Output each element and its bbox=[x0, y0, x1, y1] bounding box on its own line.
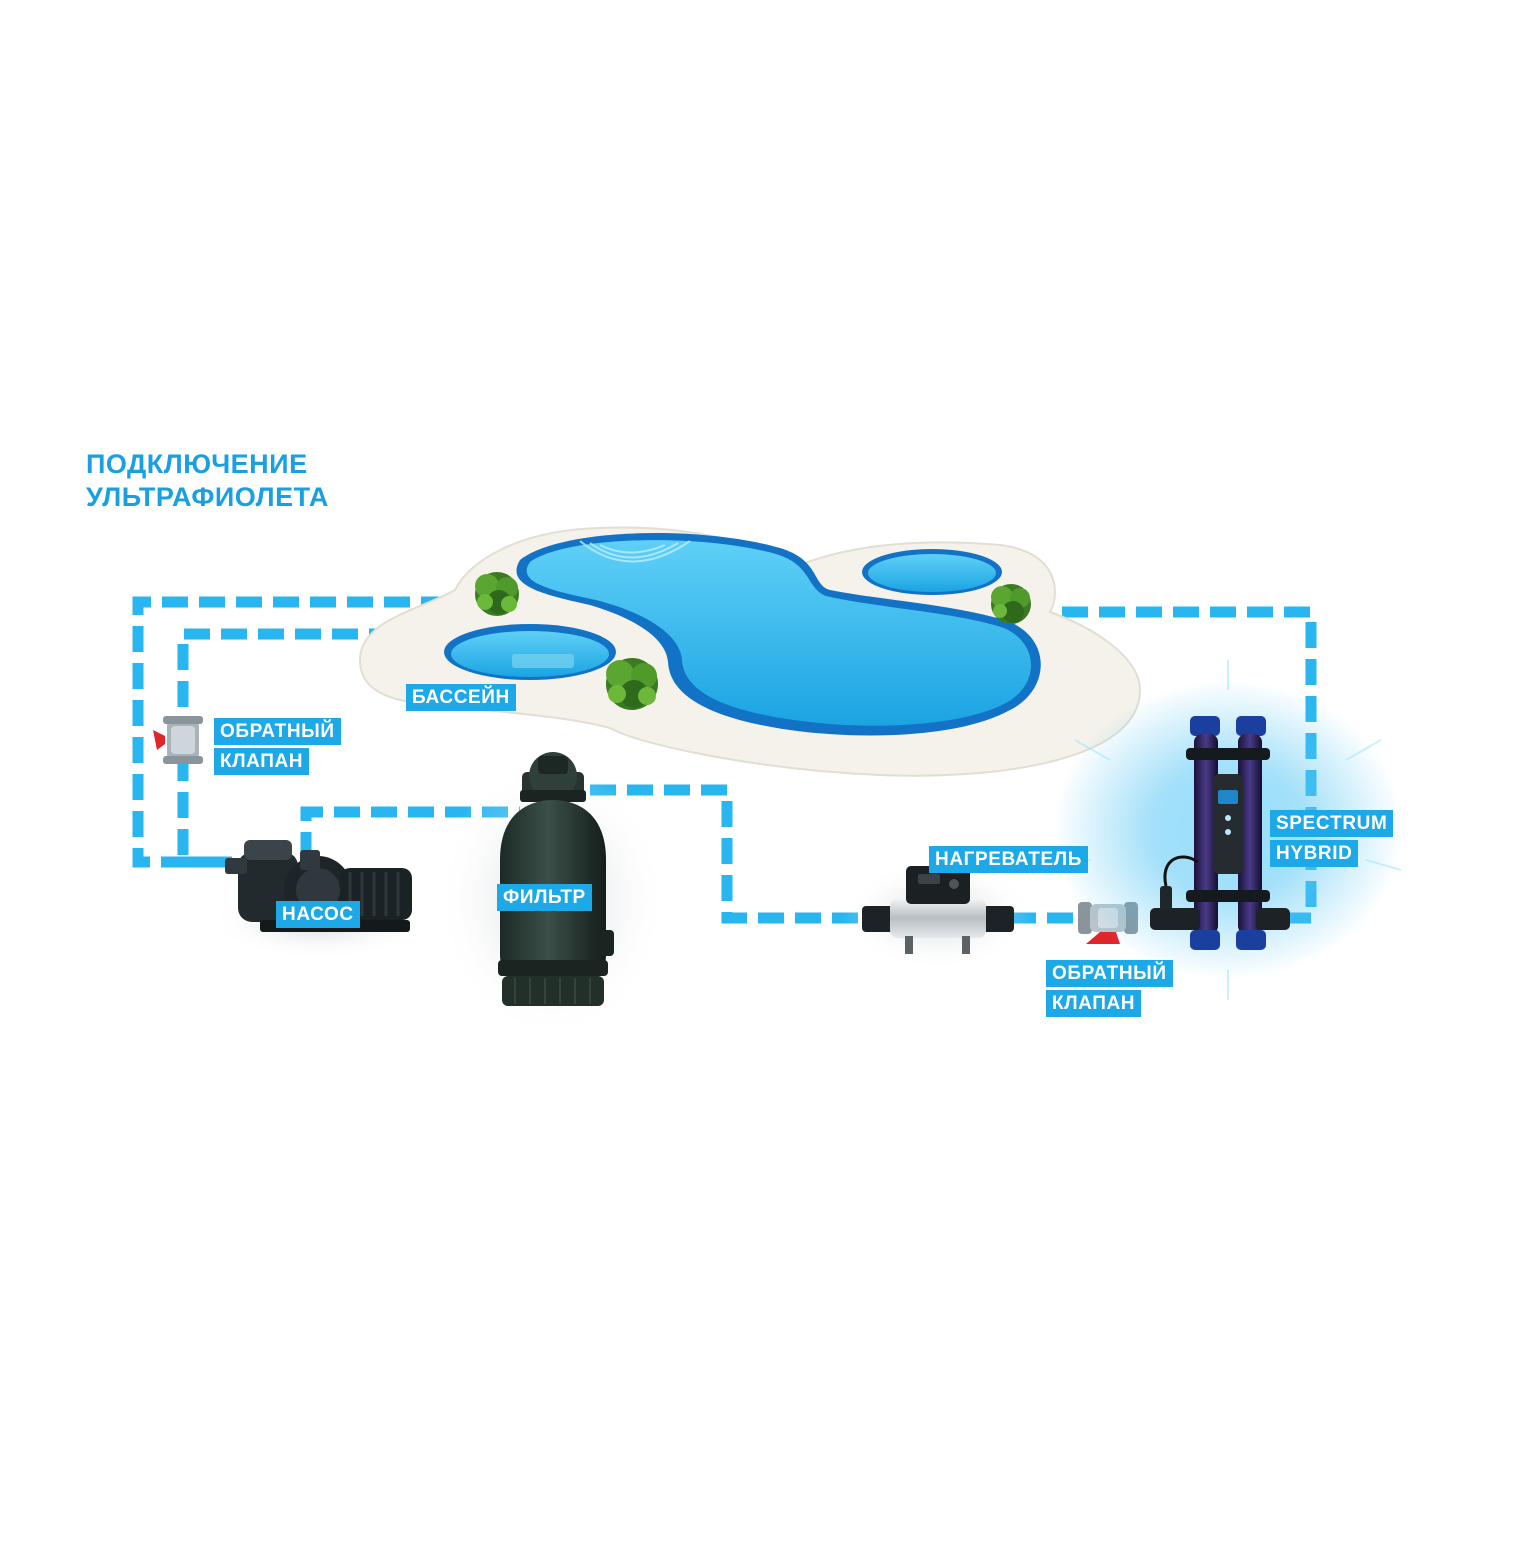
plant-icon bbox=[606, 658, 658, 710]
pool-label: БАССЕЙН bbox=[406, 684, 516, 711]
pipe-filter-heater bbox=[590, 784, 866, 924]
pool-main-water bbox=[526, 540, 1031, 726]
heater-label: НАГРЕВАТЕЛЬ bbox=[929, 846, 1088, 873]
pool-steps bbox=[579, 540, 691, 563]
check-valve-left-label: ОБРАТНЫЙ КЛАПАН bbox=[214, 718, 341, 775]
pipe-pump-filter bbox=[300, 806, 520, 858]
uv-unit-label-line1: SPECTRUM bbox=[1270, 810, 1394, 837]
title-line-2: УЛЬТРАФИОЛЕТА bbox=[86, 482, 329, 512]
plant-icon bbox=[991, 584, 1031, 624]
check-valve-icon bbox=[153, 716, 203, 764]
check-valve-right-label-line2: КЛАПАН bbox=[1046, 990, 1142, 1017]
pump-icon bbox=[210, 840, 430, 960]
uv-unit-label: SPECTRUM HYBRID bbox=[1270, 810, 1394, 867]
pool bbox=[358, 526, 1142, 777]
uv-sterilizer-icon bbox=[1053, 660, 1403, 1000]
check-valve-left-label-line1: ОБРАТНЫЙ bbox=[214, 718, 341, 745]
pipe-pool-outer bbox=[132, 596, 447, 868]
filter-label: ФИЛЬТР bbox=[497, 884, 592, 911]
check-valve-right-label: ОБРАТНЫЙ КЛАПАН bbox=[1046, 960, 1173, 1017]
pump-label: НАСОС bbox=[276, 901, 360, 928]
title-line-1: ПОДКЛЮЧЕНИЕ bbox=[86, 449, 308, 479]
diagram-title: ПОДКЛЮЧЕНИЕ УЛЬТРАФИОЛЕТА bbox=[86, 448, 329, 514]
plant-icon bbox=[475, 572, 519, 616]
uv-unit-label-line2: HYBRID bbox=[1270, 840, 1359, 867]
check-valve-right-label-line1: ОБРАТНЫЙ bbox=[1046, 960, 1173, 987]
pipe-pool-inner bbox=[177, 628, 395, 868]
heater-icon bbox=[843, 860, 1033, 970]
check-valve-left-label-line2: КЛАПАН bbox=[214, 748, 310, 775]
spa-right-water bbox=[868, 554, 996, 592]
